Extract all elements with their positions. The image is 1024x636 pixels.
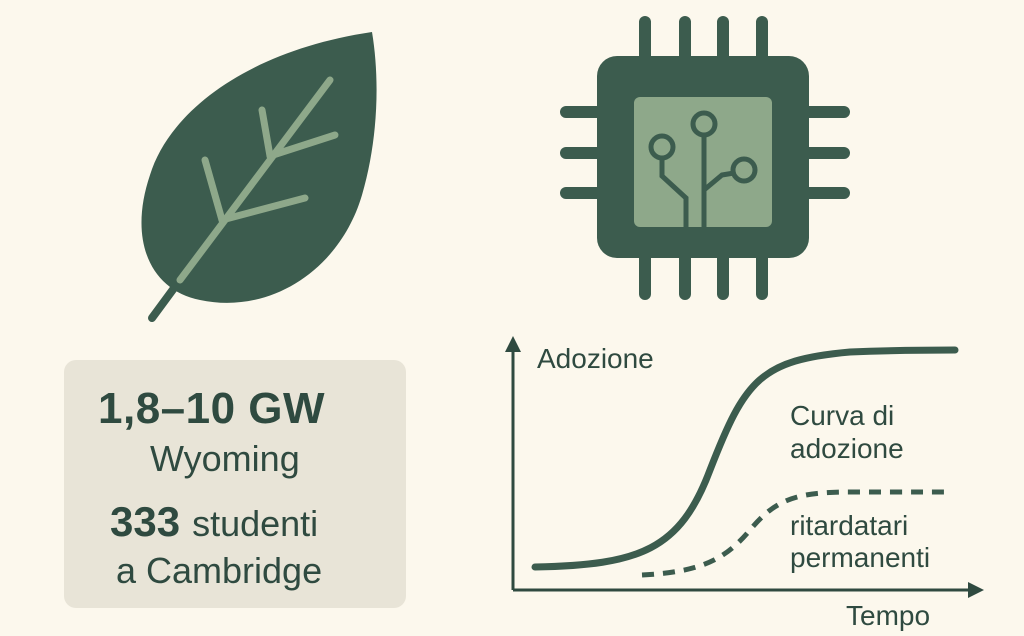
location: Wyoming: [150, 438, 300, 479]
students-count: 333 studenti: [110, 498, 318, 546]
leaf-blade: [141, 32, 377, 303]
x-axis-arrow: [968, 582, 984, 598]
laggards-label-line2: permanenti: [790, 542, 931, 573]
laggards-label-line1: ritardatari: [790, 510, 909, 541]
leaf-veins: [176, 76, 339, 284]
leaf-stem: [148, 276, 184, 322]
chip-pins: [560, 16, 850, 300]
x-axis-label: Tempo: [846, 600, 931, 631]
chip-core: [634, 97, 772, 227]
adoption-curve-label-line1: Curva di: [790, 400, 895, 431]
power-range: 1,8–10 GW: [98, 384, 326, 433]
chip-nodes: [648, 110, 758, 184]
y-axis-arrow: [505, 336, 521, 352]
students-word: studenti: [192, 503, 319, 544]
adoption-curve-label-line2: adozione: [790, 433, 904, 464]
students-number: 333: [110, 498, 181, 545]
stats-card: 1,8–10 GW Wyoming 333 studenti a Cambridg…: [64, 360, 406, 608]
chip-traces: [659, 129, 737, 230]
chip-body: [597, 56, 809, 258]
students-place: a Cambridge: [116, 550, 323, 591]
y-axis-label: Adozione: [537, 343, 654, 374]
